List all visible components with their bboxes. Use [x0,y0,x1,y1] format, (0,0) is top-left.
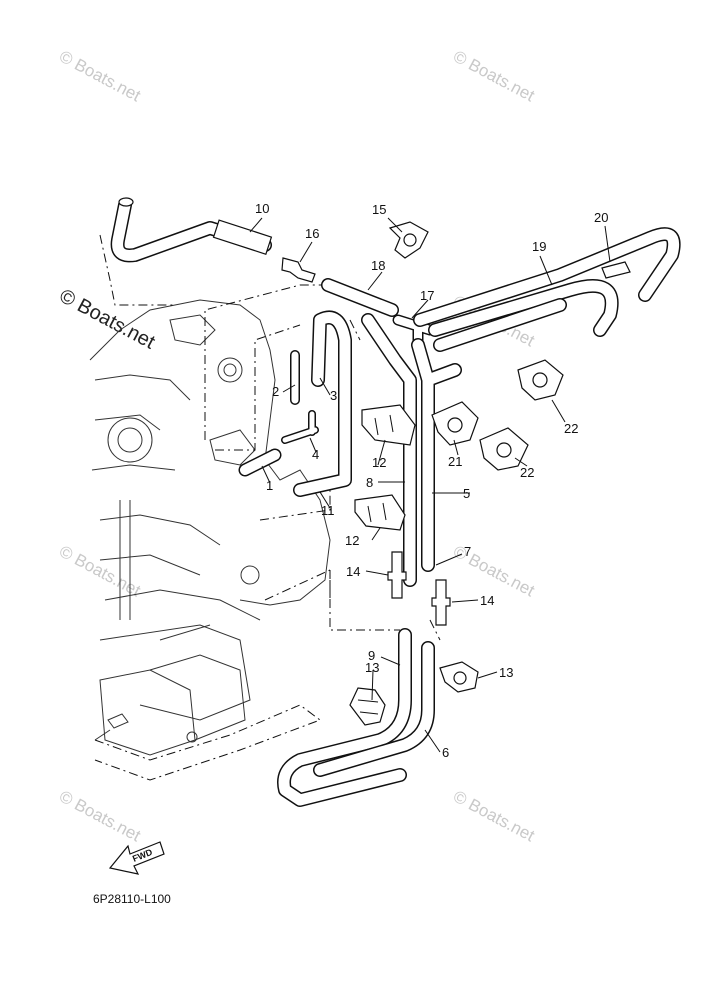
fitting-4 [281,410,319,444]
callout-8: 8 [366,475,373,490]
callouts: 10 16 15 18 17 19 20 2 3 4 1 11 12 8 5 1… [255,201,608,760]
callout-19: 19 [532,239,546,254]
callout-6: 6 [442,745,449,760]
watermark-main: © Boats.net [56,285,159,354]
watermark: © Boats.net [450,787,538,846]
clip-15 [388,221,429,259]
callout-20: 20 [594,210,608,225]
callout-11: 11 [321,503,335,518]
callout-5: 5 [463,486,470,501]
hose-11 [293,310,352,497]
hose-20 [413,227,681,327]
callout-17: 17 [420,288,434,303]
clamp-13 [349,661,479,726]
leader-lines [249,217,611,753]
engine-block [89,299,331,756]
callout-22: 22 [564,421,578,436]
hose-8 [361,313,417,587]
callout-10: 10 [255,201,269,216]
fwd-arrow-icon: FWD [108,841,165,875]
callout-2: 2 [272,384,279,399]
watermark: © Boats.net [450,47,538,106]
clamp-21 [431,401,479,446]
callout-13: 13 [365,660,379,675]
callout-21: 21 [448,454,462,469]
hose-9 [277,628,412,807]
watermark: © Boats.net [56,542,144,601]
hose-18 [321,278,399,317]
callout-9: 9 [368,648,375,663]
watermark: © Boats.net [56,787,144,846]
callout-13b: 13 [499,665,513,680]
hose-1 [238,448,282,477]
callout-16: 16 [305,226,319,241]
fitting-14 [387,551,451,626]
guide-lines [94,234,441,781]
watermark: © Boats.net [56,47,144,106]
callout-15: 15 [372,202,386,217]
callout-14: 14 [346,564,360,579]
callout-7: 7 [464,544,471,559]
hose-19 [428,279,619,352]
callout-18: 18 [371,258,385,273]
callout-14b: 14 [480,593,494,608]
fitting-16 [281,257,316,283]
clamp-22 [479,359,564,471]
callout-22b: 22 [520,465,534,480]
hose-10 [110,197,273,263]
diagram-code: 6P28110-L100 [93,892,171,906]
callout-1: 1 [266,478,273,493]
callout-4: 4 [312,447,319,462]
clamp-12 [354,404,416,531]
hose-5 [411,338,462,572]
hose-6 [313,641,435,777]
callout-3: 3 [330,388,337,403]
callout-12b: 12 [345,533,359,548]
callout-12: 12 [372,455,386,470]
